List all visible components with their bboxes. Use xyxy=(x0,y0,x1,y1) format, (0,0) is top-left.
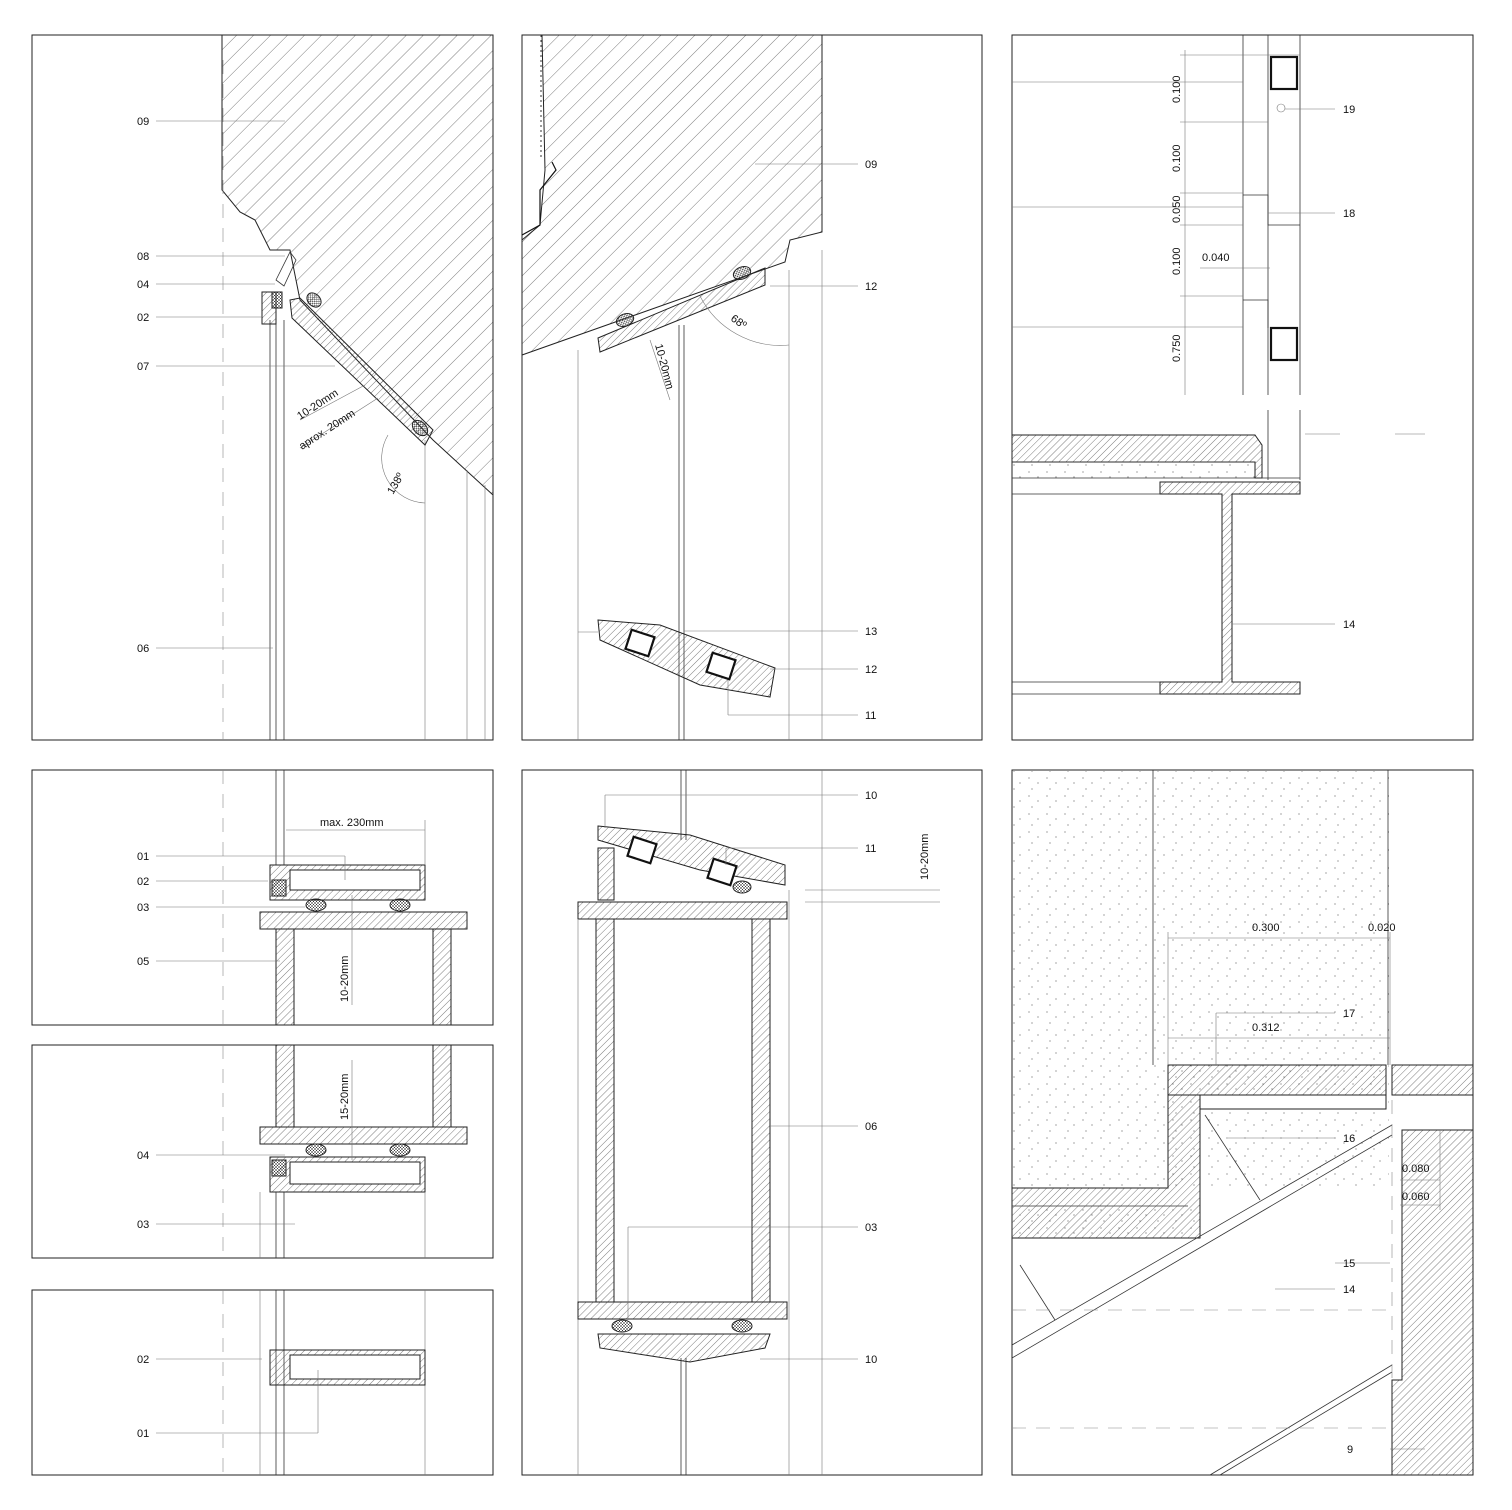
panel-5: 10 11 06 03 10 10-20mm xyxy=(521,769,983,1476)
p3-label-14: 14 xyxy=(1343,619,1355,631)
p2-note-angle: 68º xyxy=(728,313,748,332)
p4a-label-05: 05 xyxy=(137,956,149,968)
p3-dim-1: 0.100 xyxy=(1171,75,1183,103)
p5-label-10a: 10 xyxy=(865,790,877,802)
p1-label-06: 06 xyxy=(137,643,149,655)
p4b-note-gap: 15-20mm xyxy=(339,1074,351,1120)
p5-label-11: 11 xyxy=(865,843,876,855)
p4a-note-gap: 10-20mm xyxy=(339,956,351,1002)
p4a-label-01: 01 xyxy=(137,851,149,863)
p6-dim-312: 0.312 xyxy=(1252,1022,1280,1034)
p2-note-gap: 10-20mm xyxy=(652,343,676,391)
p3-label-18: 18 xyxy=(1343,208,1355,220)
p3-dim-4: 0.100 xyxy=(1171,247,1183,275)
p1-note-gap: 10-20mm xyxy=(295,387,341,422)
p3-dim-6: 0.750 xyxy=(1171,334,1183,362)
panel-1: 09 08 04 02 07 06 10-20mm aprox. 20mm 13… xyxy=(31,34,494,741)
p6-label-14: 14 xyxy=(1343,1284,1355,1296)
p6-dim-020: 0.020 xyxy=(1368,922,1396,934)
p5-note-gap: 10-20mm xyxy=(919,834,931,880)
p1-label-08: 08 xyxy=(137,251,149,263)
concrete-mass xyxy=(221,34,494,497)
p2-label-12a: 12 xyxy=(865,281,877,293)
p3-dim-5: 0.040 xyxy=(1202,252,1230,264)
p2-label-09: 09 xyxy=(865,159,877,171)
p2-label-12b: 12 xyxy=(865,664,877,676)
p4c-label-02: 02 xyxy=(137,1354,149,1366)
panel-4a: 01 02 03 05 max. 230mm 10-20mm xyxy=(31,769,494,1026)
panel-4b: 04 03 15-20mm xyxy=(31,1044,494,1259)
panel-2: 09 12 13 12 11 10-20mm 68º xyxy=(521,34,983,741)
p3-dim-3: 0.050 xyxy=(1171,195,1183,223)
p4b-label-03: 03 xyxy=(137,1219,149,1231)
p5-label-06: 06 xyxy=(865,1121,877,1133)
p5-label-10b: 10 xyxy=(865,1354,877,1366)
p6-dim-080: 0.080 xyxy=(1402,1163,1430,1175)
p2-label-11: 11 xyxy=(865,710,876,722)
p6-label-9: 9 xyxy=(1347,1444,1353,1456)
p6-dim-060: 0.060 xyxy=(1402,1191,1430,1203)
p3-dim-2: 0.100 xyxy=(1171,144,1183,172)
panel-3: 19 18 14 0.100 0.100 0.050 0.100 0.040 0… xyxy=(1011,34,1474,741)
p1-note-angle: 138º xyxy=(385,471,407,496)
p4a-label-03: 03 xyxy=(137,902,149,914)
p1-label-02: 02 xyxy=(137,312,149,324)
p1-label-09: 09 xyxy=(137,116,149,128)
p4a-note-max: max. 230mm xyxy=(320,817,384,829)
p6-label-17: 17 xyxy=(1343,1008,1355,1020)
p3-label-19: 19 xyxy=(1343,104,1355,116)
p6-dim-300: 0.300 xyxy=(1252,922,1280,934)
p4a-label-02: 02 xyxy=(137,876,149,888)
p1-label-07: 07 xyxy=(137,361,149,373)
p4c-label-01: 01 xyxy=(137,1428,149,1440)
p1-label-04: 04 xyxy=(137,279,149,291)
p4b-label-04: 04 xyxy=(137,1150,149,1162)
p5-label-03: 03 xyxy=(865,1222,877,1234)
p6-label-16: 16 xyxy=(1343,1133,1355,1145)
p2-label-13: 13 xyxy=(865,626,877,638)
panel-4c: 02 01 xyxy=(31,1289,494,1476)
p6-label-15: 15 xyxy=(1343,1258,1355,1270)
panel-6: 17 16 15 14 9 0.300 0.020 0.312 0.080 0.… xyxy=(1011,769,1474,1476)
